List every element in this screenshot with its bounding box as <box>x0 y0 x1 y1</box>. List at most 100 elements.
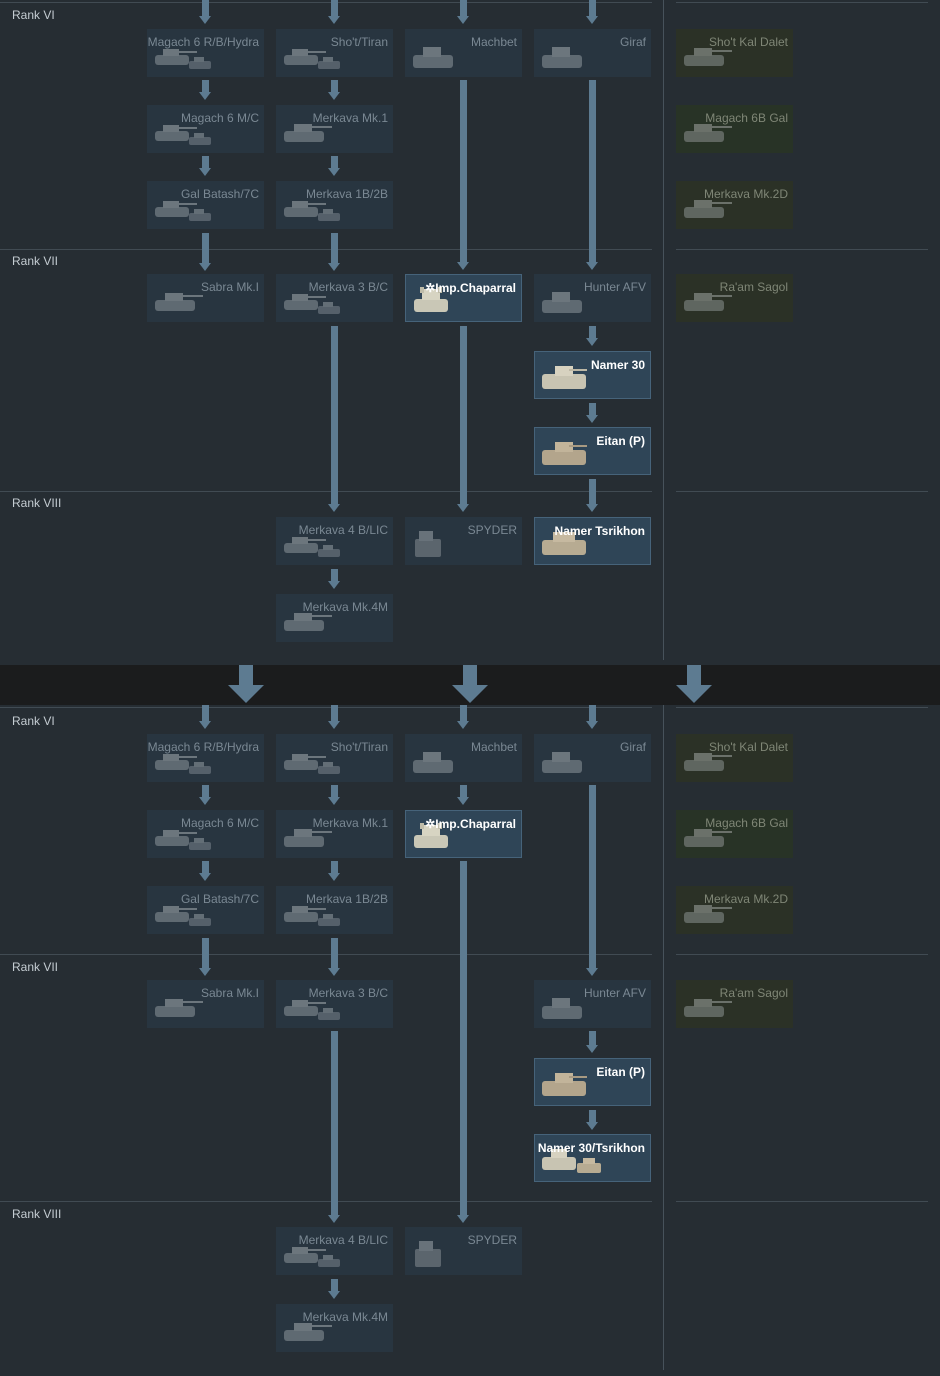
vehicle-card-merkava-mk2d[interactable]: Merkava Mk.2D <box>676 181 793 229</box>
tree-connector <box>331 80 338 92</box>
tank-silhouette-icon <box>542 292 582 313</box>
vehicle-card-merkava-4blic[interactable]: Merkava 4 B/LIC <box>276 517 393 565</box>
arrow-down-icon <box>586 262 598 270</box>
arrow-down-icon <box>457 797 469 805</box>
rank-divider <box>676 2 928 3</box>
vehicle-card-merkava-mk4m[interactable]: Merkava Mk.4M <box>276 1304 393 1352</box>
vehicle-name: Magach 6 R/B/Hydra <box>147 740 259 754</box>
rank-label: Rank VII <box>12 960 59 974</box>
tree-connector <box>331 326 338 504</box>
vehicle-name: Namer 30 <box>590 358 645 372</box>
vehicle-card-machbet[interactable]: Machbet <box>405 734 522 782</box>
tree-connector <box>331 1031 338 1215</box>
tank-silhouette-icon <box>415 1241 441 1267</box>
rank-divider <box>0 2 652 3</box>
rank-label: Rank VIII <box>12 496 62 510</box>
arrow-down-icon <box>199 797 211 805</box>
arrow-down-icon <box>586 504 598 512</box>
arrow-down-icon <box>676 665 712 703</box>
vehicle-card-merkava-1b2b[interactable]: Merkava 1B/2B <box>276 886 393 934</box>
vehicle-name: Merkava Mk.2D <box>703 892 788 906</box>
vehicle-name: Sho't/Tiran <box>330 35 388 49</box>
vehicle-card-hunter-afv[interactable]: Hunter AFV <box>534 980 651 1028</box>
vehicle-name: Merkava Mk.4M <box>302 1310 388 1324</box>
vehicle-name: Ra'am Sagol <box>719 280 788 294</box>
vehicle-name: Merkava 4 B/LIC <box>298 1233 388 1247</box>
tank-silhouette-icon <box>284 829 332 847</box>
arrow-down-icon <box>328 92 340 100</box>
arrow-down-icon <box>328 1215 340 1223</box>
tree-connector <box>460 326 467 504</box>
vehicle-card-machbet[interactable]: Machbet <box>405 29 522 77</box>
vehicle-card-spyder[interactable]: SPYDER <box>405 1227 522 1275</box>
vehicle-card-magach-6b-gal[interactable]: Magach 6B Gal <box>676 105 793 153</box>
rank-divider <box>0 954 652 955</box>
tank-silhouette-icon <box>284 537 340 557</box>
rank-divider <box>0 1201 652 1202</box>
tank-silhouette-icon <box>542 442 587 465</box>
arrow-down-icon <box>199 968 211 976</box>
vehicle-card-shot-kal-dalet[interactable]: Sho't Kal Dalet <box>676 734 793 782</box>
vehicle-name: Sho't Kal Dalet <box>708 35 788 49</box>
vehicle-card-magach-6-mc[interactable]: Magach 6 M/C <box>147 105 264 153</box>
tank-silhouette-icon <box>284 613 332 631</box>
vehicle-card-merkava-mk1[interactable]: Merkava Mk.1 <box>276 105 393 153</box>
vehicle-card-shot-kal-dalet[interactable]: Sho't Kal Dalet <box>676 29 793 77</box>
vehicle-card-namer-30[interactable]: Namer 30 <box>534 351 651 399</box>
vehicle-card-merkava-mk2d[interactable]: Merkava Mk.2D <box>676 886 793 934</box>
vehicle-card-giraf[interactable]: Giraf <box>534 29 651 77</box>
vehicle-name: ✲Imp.Chaparral <box>425 817 516 831</box>
tank-silhouette-icon <box>155 201 211 221</box>
vehicle-card-spyder[interactable]: SPYDER <box>405 517 522 565</box>
vehicle-name: Ra'am Sagol <box>719 986 788 1000</box>
vehicle-name: Magach 6 R/B/Hydra <box>147 35 259 49</box>
vehicle-card-magach-6b-gal[interactable]: Magach 6B Gal <box>676 810 793 858</box>
vehicle-card-shot-tiran[interactable]: Sho't/Tiran <box>276 734 393 782</box>
vehicle-card-sabra-mk1[interactable]: Sabra Mk.I <box>147 274 264 322</box>
vehicle-card-gal-batash[interactable]: Gal Batash/7C <box>147 181 264 229</box>
arrow-down-icon <box>457 721 469 729</box>
vehicle-card-magach-6-rbhydra[interactable]: Magach 6 R/B/Hydra <box>147 734 264 782</box>
tank-silhouette-icon <box>155 999 203 1017</box>
vehicle-card-giraf[interactable]: Giraf <box>534 734 651 782</box>
vehicle-card-magach-6-mc[interactable]: Magach 6 M/C <box>147 810 264 858</box>
vehicle-card-raam-sagol[interactable]: Ra'am Sagol <box>676 274 793 322</box>
vehicle-card-raam-sagol[interactable]: Ra'am Sagol <box>676 980 793 1028</box>
vehicle-card-shot-tiran[interactable]: Sho't/Tiran <box>276 29 393 77</box>
vehicle-card-merkava-4blic[interactable]: Merkava 4 B/LIC <box>276 1227 393 1275</box>
vehicle-name: Sabra Mk.I <box>200 280 259 294</box>
rank-label: Rank VIII <box>12 1207 62 1221</box>
vehicle-card-eitan[interactable]: Eitan (P) <box>534 1058 651 1106</box>
vehicle-card-eitan[interactable]: Eitan (P) <box>534 427 651 475</box>
vehicle-card-namer-30-tsrikhon[interactable]: Namer 30/Tsrikhon <box>534 1134 651 1182</box>
vehicle-name: Eitan (P) <box>596 434 645 448</box>
vehicle-card-imp-chaparral[interactable]: ✲Imp.Chaparral <box>405 810 522 858</box>
vehicle-name: Sabra Mk.I <box>200 986 259 1000</box>
tree-connector <box>460 705 467 721</box>
arrow-down-icon <box>328 16 340 24</box>
vehicle-card-gal-batash[interactable]: Gal Batash/7C <box>147 886 264 934</box>
tree-connector <box>589 80 596 262</box>
vehicle-card-magach-6-rbhydra[interactable]: Magach 6 R/B/Hydra <box>147 29 264 77</box>
tank-silhouette-icon <box>413 752 453 773</box>
tree-connector <box>202 0 209 16</box>
premium-column-separator <box>663 0 664 660</box>
tank-silhouette-icon <box>542 47 582 68</box>
vehicle-card-merkava-mk1[interactable]: Merkava Mk.1 <box>276 810 393 858</box>
vehicle-name: Giraf <box>619 35 646 49</box>
vehicle-name: Gal Batash/7C <box>180 892 259 906</box>
vehicle-card-merkava-3bc[interactable]: Merkava 3 B/C <box>276 980 393 1028</box>
vehicle-card-namer-tsrikhon[interactable]: Namer Tsrikhon <box>534 517 651 565</box>
tank-silhouette-icon <box>155 906 211 926</box>
vehicle-card-hunter-afv[interactable]: Hunter AFV <box>534 274 651 322</box>
tech-tree-before: Rank VI Rank VII Rank VIII Magach 6 R/B/… <box>0 0 940 665</box>
tree-connector <box>331 156 338 168</box>
vehicle-card-merkava-mk4m[interactable]: Merkava Mk.4M <box>276 594 393 642</box>
arrow-down-icon <box>457 16 469 24</box>
vehicle-card-merkava-1b2b[interactable]: Merkava 1B/2B <box>276 181 393 229</box>
tree-connector <box>331 705 338 721</box>
vehicle-card-imp-chaparral[interactable]: ✲Imp.Chaparral <box>405 274 522 322</box>
vehicle-card-sabra-mk1[interactable]: Sabra Mk.I <box>147 980 264 1028</box>
arrow-down-icon <box>328 504 340 512</box>
vehicle-card-merkava-3bc[interactable]: Merkava 3 B/C <box>276 274 393 322</box>
